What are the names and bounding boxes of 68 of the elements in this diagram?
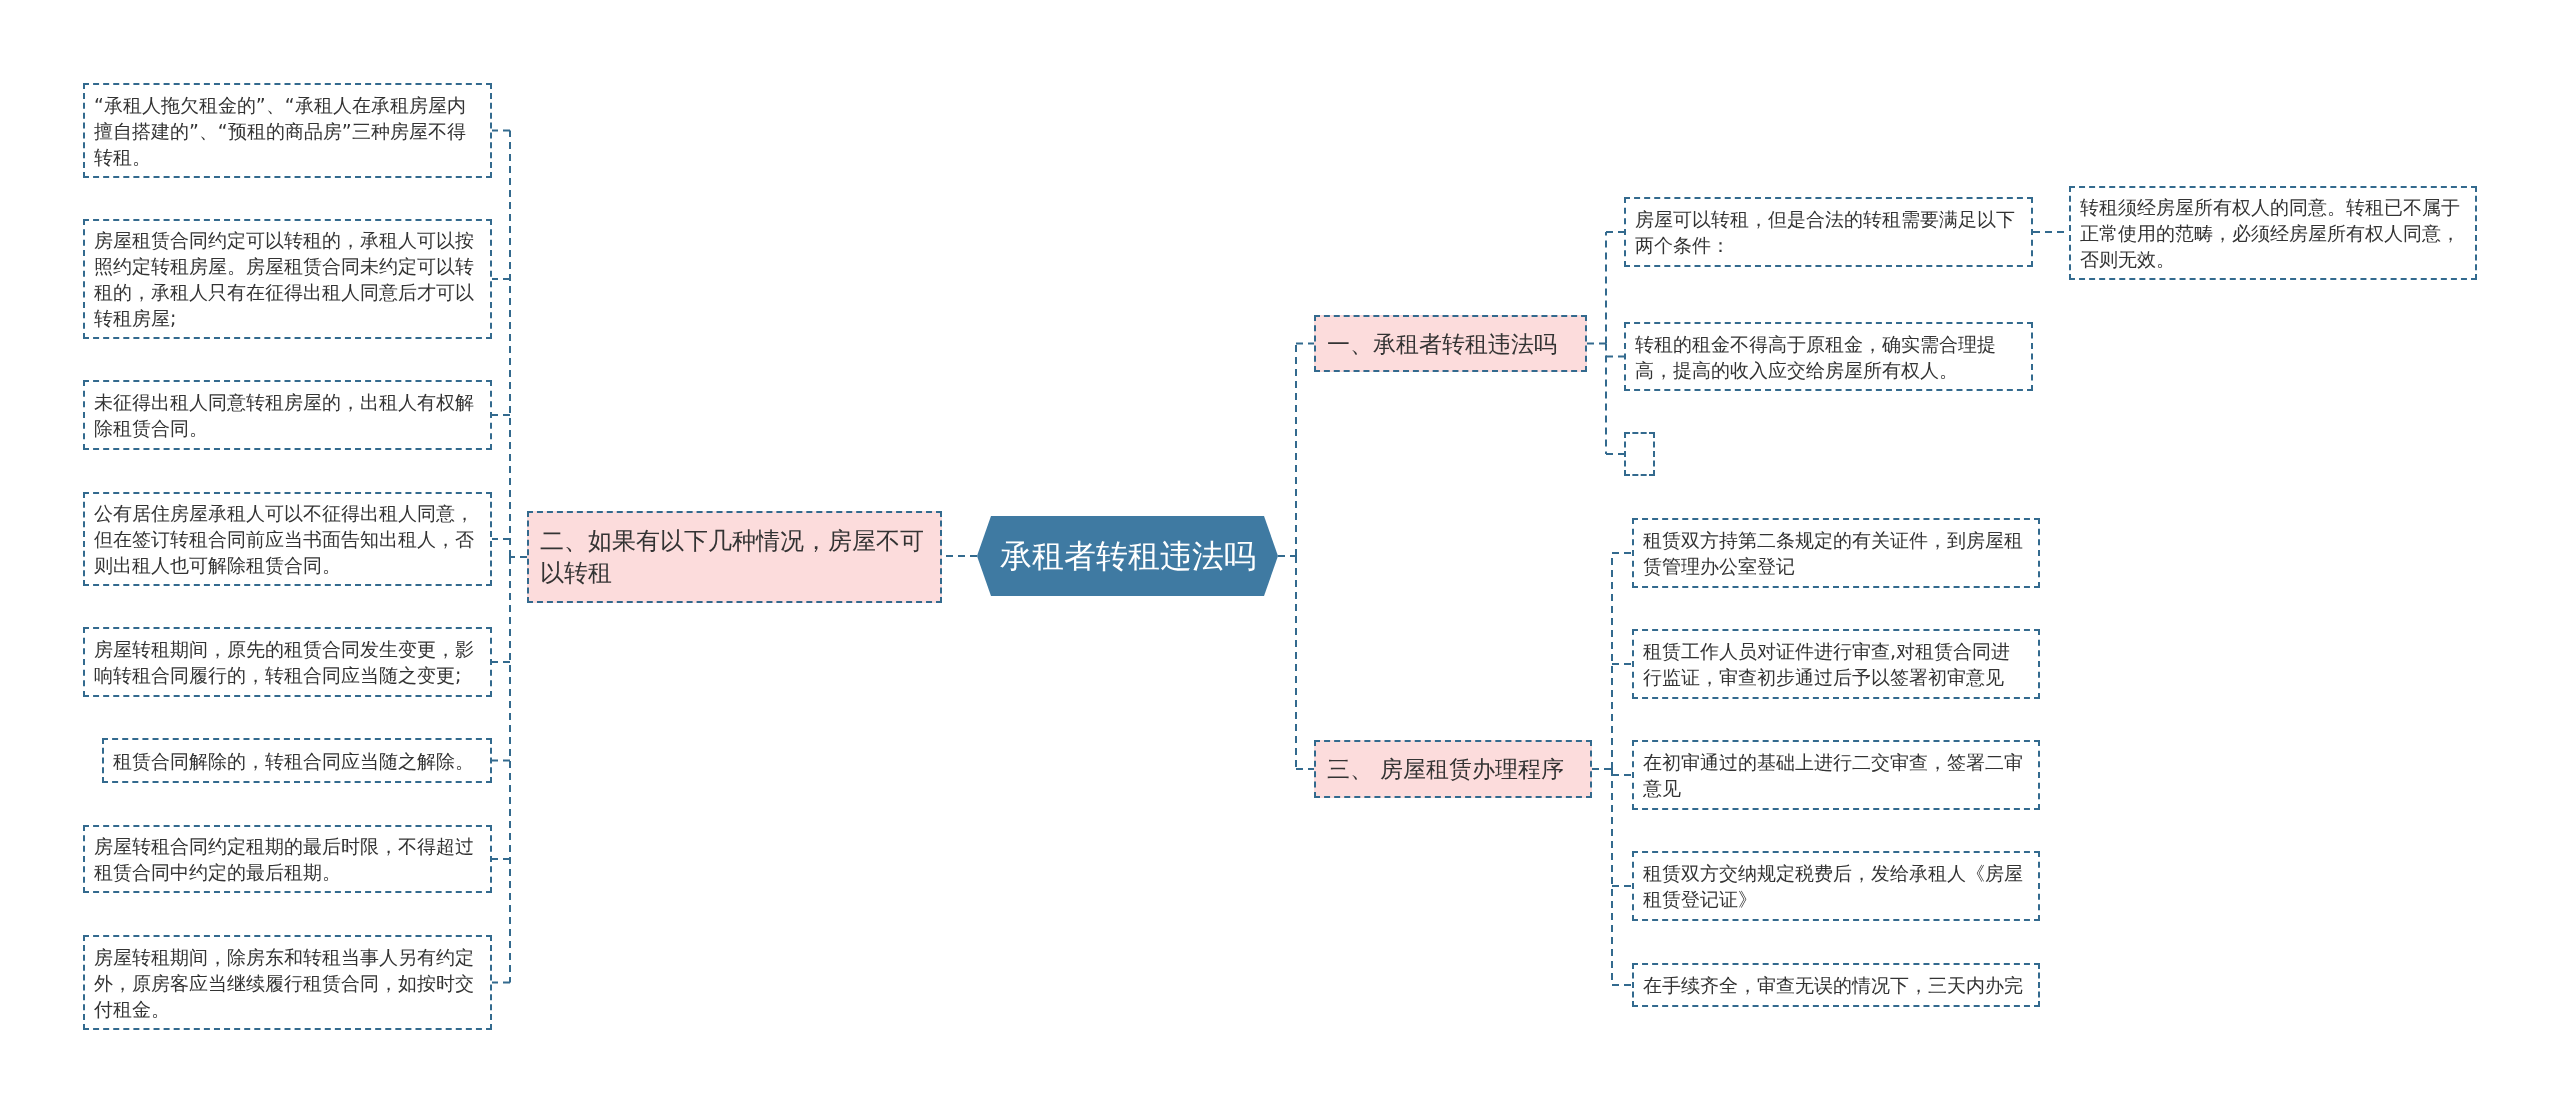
note-text: 转租的租金不得高于原租金，确实需合理提高，提高的收入应交给房屋所有权人。 [1635, 331, 1997, 383]
connector-line [1605, 355, 1625, 358]
connector-line [491, 278, 511, 280]
note-text: “承租人拖欠租金的”、“承租人在承租房屋内擅自搭建的”、“预租的商品房”三种房屋不得转租。 [94, 92, 467, 170]
note-box [1624, 322, 2033, 391]
connector-line [1611, 552, 1633, 554]
connector-line [1605, 231, 1625, 233]
note-text: 租赁合同解除的，转租合同应当随之解除。 [113, 748, 475, 774]
note-text: 房屋租赁合同约定可以转租的，承租人可以按照约定转租房屋。房屋租赁合同未约定可以转租的，承租人只有在征得出租人同意后才可以转租房屋; [94, 228, 475, 331]
note-box [1632, 740, 2040, 810]
note-box [1632, 518, 2040, 588]
note-box [1632, 851, 2040, 921]
note-box [2069, 186, 2477, 280]
note-box [83, 380, 492, 450]
note-box [83, 825, 492, 893]
note-text: 租赁双方持第二条规定的有关证件，到房屋租赁管理办公室登记 [1643, 528, 2024, 579]
connector-line [509, 556, 528, 558]
note-box [1632, 963, 2040, 1007]
note-box [83, 627, 492, 697]
connector-line [1611, 885, 1633, 887]
note-text: 租赁双方交纳规定税费后，发给承租人《房屋租赁登记证》 [1643, 861, 2024, 912]
note-box [83, 935, 492, 1030]
branch-topic-text: 一、承租者转租违法吗 [1327, 329, 1558, 359]
note-text: 公有居住房屋承租人可以不征得出租人同意，但在签订转租合同前应当书面告知出租人，否则出租人也可解除租赁合同。 [94, 501, 475, 578]
note-box [83, 83, 492, 178]
branch-topic-box [1314, 315, 1587, 372]
connector-line [491, 661, 511, 663]
empty-box [1624, 432, 1655, 476]
connector-line [1295, 342, 1315, 345]
branch-topic-text: 三、 房屋租赁办理程序 [1327, 755, 1566, 784]
connector-line [1586, 342, 1607, 345]
connector-line [509, 129, 511, 558]
note-text: 房屋转租合同约定租期的最后时限，不得超过租赁合同中约定的最后租期。 [94, 834, 475, 885]
note-text: 在初审通过的基础上进行二交审查，签署二审意见 [1643, 750, 2024, 801]
connector-line [1295, 768, 1315, 770]
connector-line [1277, 555, 1297, 557]
branch-topic-text: 二、如果有以下几种情况，房屋不可以转租 [540, 526, 925, 589]
note-box [1632, 629, 2040, 699]
central-topic-text: 承租者转租违法吗 [999, 536, 1256, 576]
connector-line [1611, 774, 1633, 776]
connector-line [491, 759, 511, 762]
branch-topic-box [527, 511, 942, 603]
note-box [83, 219, 492, 339]
connector-line [1295, 555, 1297, 770]
connector-line [1605, 453, 1625, 455]
connector-line [491, 129, 511, 132]
connector-line [1611, 663, 1633, 665]
note-text: 在手续齐全，审查无误的情况下，三天内办完 [1643, 973, 2024, 998]
connector-line [509, 556, 511, 984]
branch-topic-box [1314, 740, 1592, 798]
connector-line [1605, 342, 1607, 455]
connector-line [491, 858, 511, 860]
connector-line [491, 538, 511, 540]
note-text: 房屋转租期间，原先的租赁合同发生变更，影响转租合同履行的，转租合同应当随之变更; [94, 637, 475, 688]
note-text: 未征得出租人同意转租房屋的，出租人有权解除租赁合同。 [94, 390, 475, 441]
connector-line [491, 981, 511, 984]
connector-line [1605, 231, 1607, 345]
note-text: 房屋可以转租，但是合法的转租需要满足以下两个条件： [1635, 207, 2016, 258]
note-box [1624, 197, 2033, 267]
connector-line [1295, 342, 1297, 557]
note-text: 房屋转租期间，除房东和转租当事人另有约定外，原房客应当继续履行租赁合同，如按时交付租金。 [94, 944, 475, 1022]
connector-line [1611, 984, 1633, 986]
note-box [102, 738, 492, 783]
connector-line [491, 414, 511, 416]
connector-line [1591, 768, 1613, 770]
note-text: 转租须经房屋所有权人的同意。转租已不属于正常使用的范畴，必须经房屋所有权人同意，否则无效。 [2080, 195, 2461, 272]
note-text: 租赁工作人员对证件进行审查,对租赁合同进行监证，审查初步通过后予以签署初审意见 [1643, 639, 2012, 690]
note-box [83, 492, 492, 586]
